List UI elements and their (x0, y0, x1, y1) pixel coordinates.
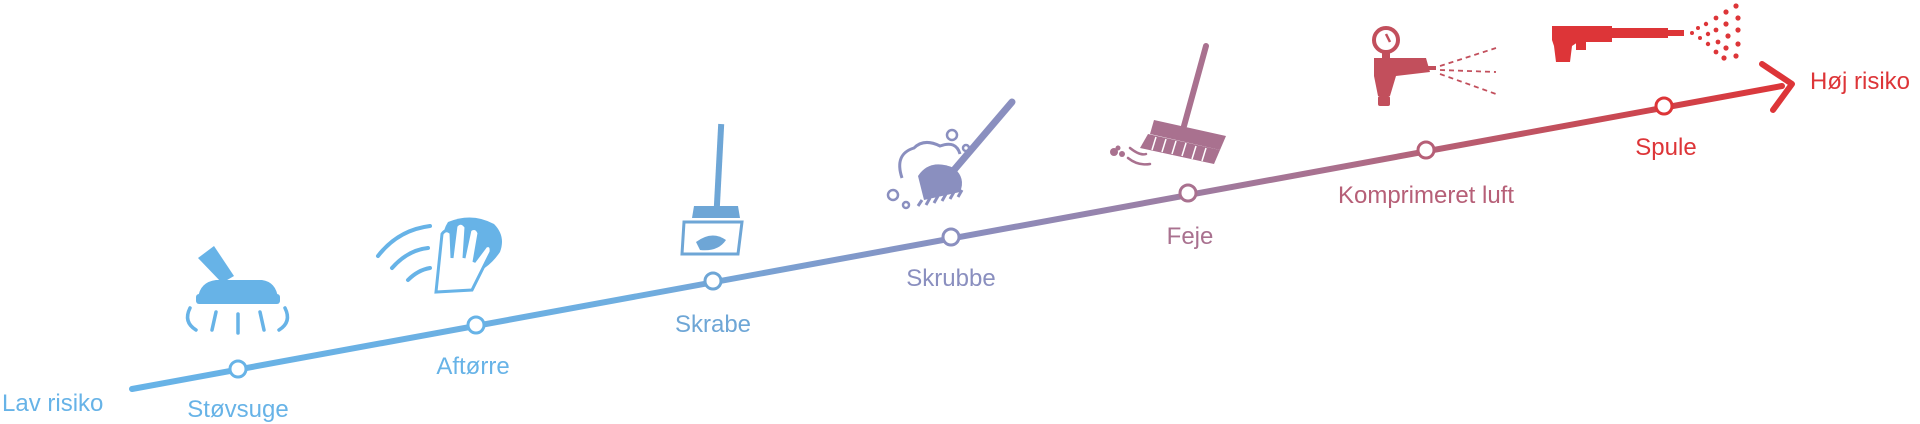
step-label: Skrubbe (906, 265, 995, 292)
high-risk-label: Høj risiko (1810, 68, 1910, 95)
step-marker (1416, 140, 1436, 160)
spray-gun-icon (1552, 3, 1741, 62)
step-marker (1178, 183, 1198, 203)
step-marker (466, 315, 486, 335)
step-marker (1654, 96, 1674, 116)
arrow-head-icon (1759, 61, 1795, 113)
step-wipe: Aftørre (436, 315, 510, 380)
step-marker (703, 271, 723, 291)
step-scrub: Skrubbe (906, 227, 996, 292)
wiping-hand-icon (376, 217, 502, 294)
scrub-brush-icon (886, 98, 1016, 210)
vacuum-nozzle-icon (185, 246, 290, 335)
step-label: Komprimeret luft (1338, 182, 1514, 209)
step-label: Støvsuge (187, 396, 288, 423)
step-scrape: Skrabe (675, 271, 751, 338)
broom-icon (1110, 43, 1226, 166)
step-vacuum: Støvsuge (187, 359, 289, 423)
air-gun-icon (1372, 26, 1497, 106)
step-label: Spule (1635, 134, 1696, 161)
step-label: Aftørre (436, 353, 509, 380)
scraper-icon (680, 123, 744, 256)
step-sweep: Feje (1167, 183, 1214, 250)
step-label: Skrabe (675, 311, 751, 338)
step-compressed-air: Komprimeret luft (1338, 140, 1514, 209)
step-marker (941, 227, 961, 247)
low-risk-label: Lav risiko (2, 390, 103, 417)
step-marker (228, 359, 248, 379)
step-label: Feje (1167, 223, 1214, 250)
step-flush: Spule (1635, 96, 1697, 161)
